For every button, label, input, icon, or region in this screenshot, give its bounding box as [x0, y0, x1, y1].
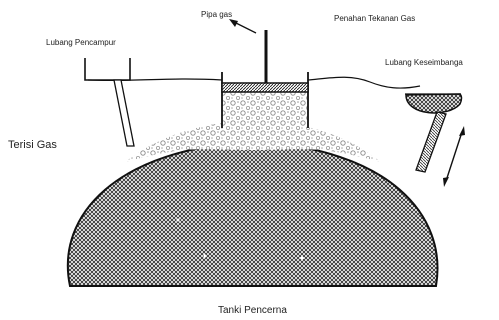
- slurry-highlight: [177, 219, 180, 222]
- inlet-pipe: [114, 80, 134, 146]
- pressure-cap: [222, 83, 308, 92]
- label-lubang-keseimbangan: Lubang Keseimbanga: [385, 59, 463, 67]
- mixing-inlet: [85, 58, 130, 80]
- gas-chamber-neck: [222, 90, 308, 126]
- label-terisi-gas: Terisi Gas: [8, 140, 57, 151]
- double-headed-arrow-icon: [446, 132, 462, 181]
- arrow-up-left-icon: [234, 22, 256, 33]
- arrow-up-left-head: [229, 19, 238, 27]
- digester-tank: [68, 142, 438, 286]
- double-arrow-top-head: [459, 126, 465, 136]
- label-lubang-pencampur: Lubang Pencampur: [46, 39, 116, 47]
- label-penahan-tekanan: Penahan Tekanan Gas: [334, 15, 415, 23]
- slurry-highlight: [301, 257, 304, 260]
- label-pipa-gas: Pipa gas: [201, 11, 232, 19]
- slurry-highlight: [204, 255, 207, 258]
- balance-outlet-bowl: [406, 94, 462, 113]
- label-tanki-pencerna: Tanki Pencerna: [218, 306, 287, 316]
- double-arrow-bottom-head: [443, 177, 449, 187]
- outlet-pipe: [416, 112, 446, 172]
